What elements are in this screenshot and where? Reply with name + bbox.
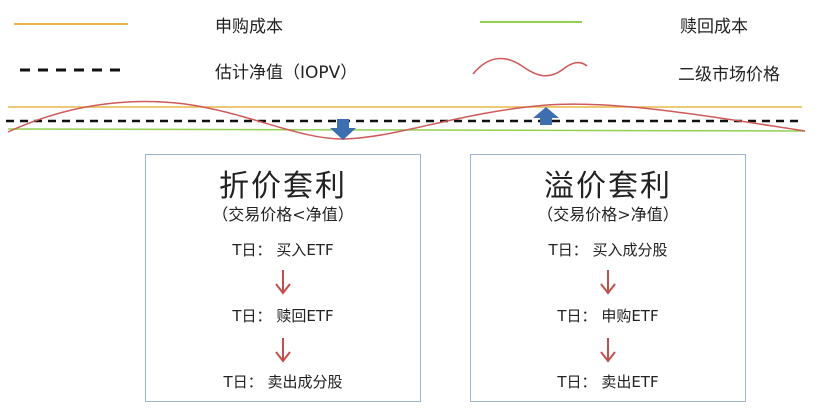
market-price-label: 二级市场价格 — [678, 65, 780, 85]
subscription-cost-label: 申购成本 — [215, 17, 283, 37]
down-arrow-icon — [275, 270, 291, 295]
discount-arbitrage-subtitle: （交易价格<净值） — [212, 205, 354, 224]
premium-arbitrage-subtitle: （交易价格>净值） — [537, 205, 679, 224]
premium-arbitrage-box: 溢价套利 （交易价格>净值） T日： 买入成分股 T日： 申购ETF T日： 卖… — [470, 154, 746, 402]
premium-step-1: T日： 买入成分股 — [548, 241, 668, 259]
up-arrow-marker-icon — [533, 107, 559, 125]
price-lines-diagram — [6, 100, 806, 140]
discount-step-3: T日： 卖出成分股 — [223, 373, 343, 391]
premium-step-3: T日： 卖出ETF — [557, 373, 659, 391]
redemption-cost-label: 赎回成本 — [680, 17, 748, 37]
market-price-wave-icon — [472, 57, 588, 77]
premium-step-2: T日： 申购ETF — [557, 307, 659, 325]
down-arrow-marker-icon — [330, 119, 356, 140]
redemption-cost-line-icon — [480, 21, 582, 23]
discount-arbitrage-box: 折价套利 （交易价格<净值） T日： 买入ETF T日： 赎回ETF T日： 卖… — [145, 154, 421, 402]
market-price-curve — [7, 100, 806, 140]
subscription-cost-line-icon — [14, 23, 128, 25]
down-arrow-icon — [600, 338, 616, 363]
discount-step-1: T日： 买入ETF — [232, 241, 334, 259]
down-arrow-icon — [275, 338, 291, 363]
premium-arbitrage-title: 溢价套利 — [544, 169, 672, 204]
discount-arbitrage-title: 折价套利 — [219, 169, 347, 204]
discount-step-2: T日： 赎回ETF — [232, 307, 334, 325]
down-arrow-icon — [600, 270, 616, 295]
iopv-label: 估计净值（IOPV） — [215, 63, 358, 83]
